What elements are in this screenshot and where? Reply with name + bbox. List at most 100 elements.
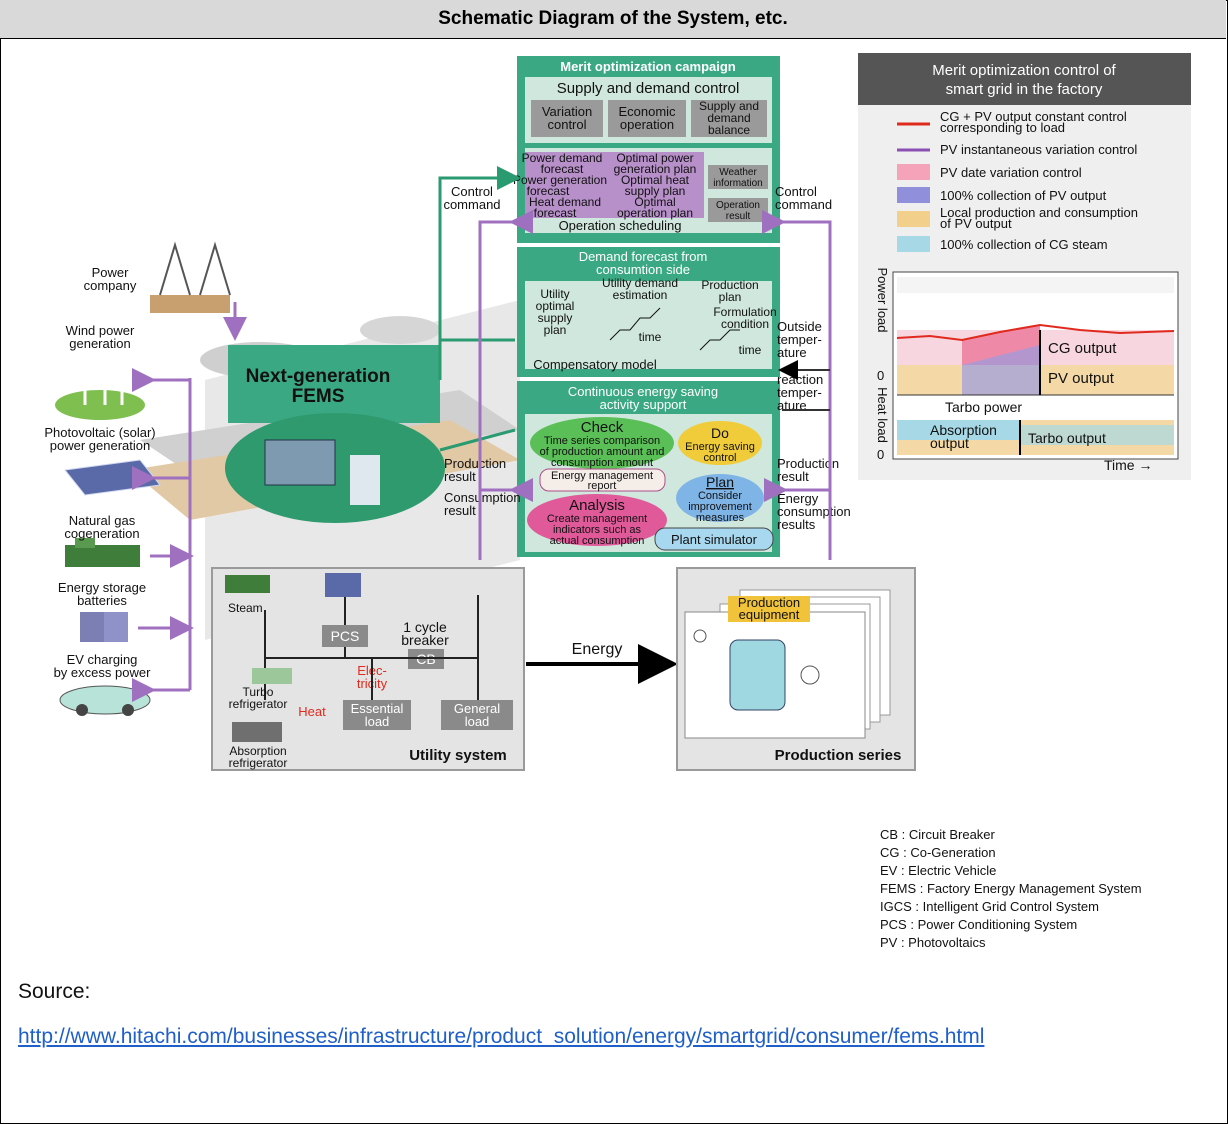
fems-box (228, 345, 440, 423)
abbreviation-item: PV : Photovoltaics (880, 935, 986, 950)
abbreviation-item: IGCS : Intelligent Grid Control System (880, 899, 1099, 914)
steam-label: Steam (228, 601, 263, 615)
steam-generator-icon (225, 575, 270, 593)
check-title: Check (581, 419, 624, 436)
legend-header (858, 53, 1191, 105)
check-ellipse (530, 417, 674, 469)
heat-label: Heat (298, 704, 326, 719)
heat-load-axis-label: Heat load (875, 387, 890, 443)
legend-swatch-local (897, 211, 930, 227)
solar-panel-icon (64, 459, 161, 496)
ev-car-icon (59, 685, 151, 716)
source-connectors (132, 302, 247, 702)
power-load-axis-label: Power load (875, 267, 890, 332)
legend-swatch-pv-collection (897, 187, 930, 203)
legend-swatch-cg-steam (897, 236, 930, 252)
operation-scheduling-label: Operation scheduling (559, 218, 682, 233)
legend-swatch-pv-date (897, 164, 930, 180)
pump-icon (800, 665, 820, 685)
production-equipment-tag (728, 596, 810, 622)
heat-zero-label: 0 (877, 447, 884, 462)
essential-load-box (343, 700, 411, 730)
tarbo-output-label: Tarbo output (1028, 430, 1106, 446)
supply-demand-balance-box (691, 100, 767, 137)
compensatory-model-label: Compensatory model (533, 357, 657, 372)
energy-label: Energy (572, 641, 623, 658)
pcs-label: PCS (331, 628, 360, 644)
analysis-ellipse (527, 494, 667, 546)
pcs-solar-icon (325, 573, 361, 597)
production-series-title: Production series (775, 747, 902, 764)
analysis-title: Analysis (569, 497, 625, 514)
legend-label-pv-collection: 100% collection of PV output (940, 188, 1107, 203)
abbreviation-item: CB : Circuit Breaker (880, 827, 995, 842)
load-chart-legend-strip (897, 277, 1174, 293)
abbreviation-list: CB : Circuit Breaker CG : Co-Generation … (880, 826, 1142, 952)
plan-ellipse (676, 474, 764, 522)
gauge-icon (693, 629, 707, 643)
merit-title: Merit optimization campaign (560, 59, 736, 74)
abbreviation-item: CG : Co-Generation (880, 845, 996, 860)
server-icon (350, 455, 380, 505)
do-ellipse (678, 421, 762, 465)
supply-demand-title: Supply and demand control (557, 80, 740, 97)
wind-turbine-icon (55, 360, 145, 420)
utility-step-curve (609, 307, 661, 341)
plant-simulator-box (654, 527, 774, 551)
battery-icon (80, 612, 128, 642)
reactor-vessel-icon (729, 639, 786, 711)
cg-steam-area-2 (1020, 425, 1174, 445)
do-title: Do (711, 425, 729, 441)
time-label-2: time (739, 343, 762, 357)
general-load-box (441, 700, 513, 730)
time-axis-label: Time → (1104, 457, 1152, 473)
economic-operation-box (608, 100, 686, 137)
temperature-step-curve (699, 329, 740, 351)
turbo-refrigerator-icon (252, 668, 292, 684)
abbreviation-item: EV : Electric Vehicle (880, 863, 997, 878)
time-label-1: time (639, 330, 662, 344)
operation-result-box (708, 198, 768, 222)
utility-wiring (264, 595, 479, 700)
abbreviation-item: FEMS : Factory Energy Management System (880, 881, 1142, 896)
cogeneration-icon (65, 538, 140, 567)
control-panel-icon (264, 439, 336, 486)
power-company-icon (150, 241, 231, 313)
pv-output-label: PV output (1048, 370, 1115, 387)
source-link[interactable]: http://www.hitachi.com/businesses/infras… (18, 1025, 985, 1048)
utility-system-title: Utility system (409, 747, 507, 764)
